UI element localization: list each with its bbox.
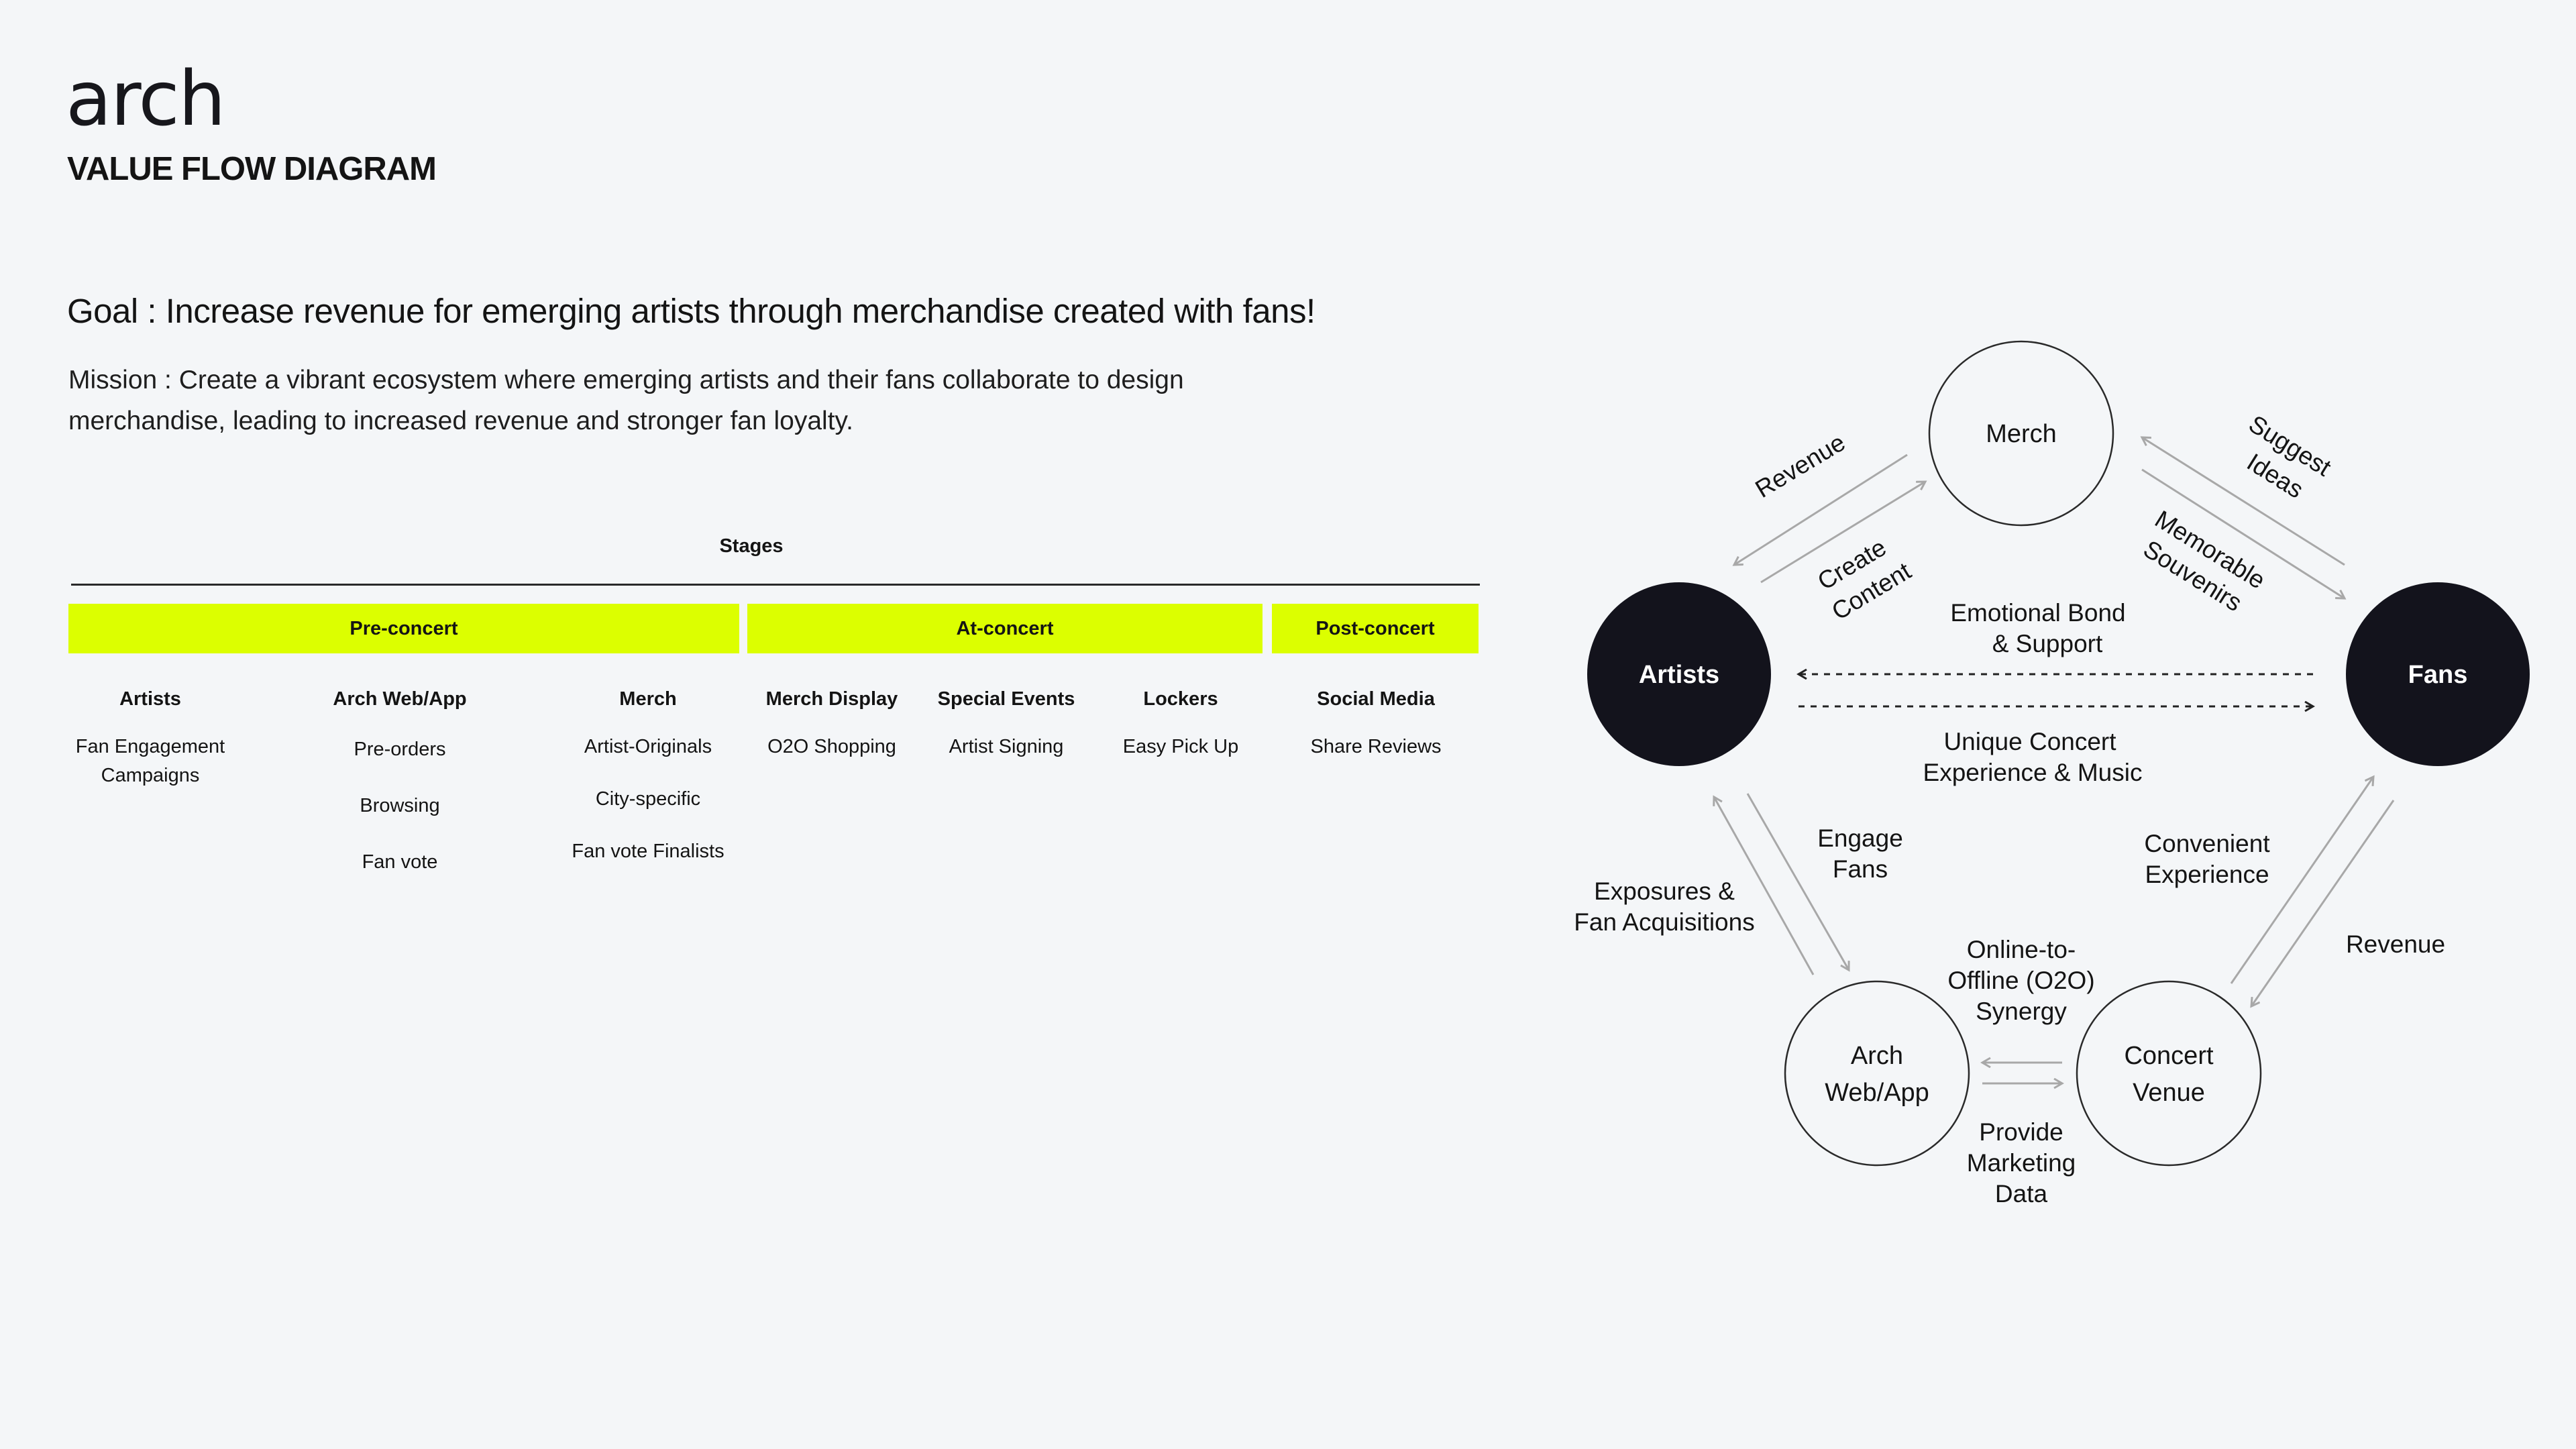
column-item: Pre-orders [354,739,446,760]
fans-node-label: Fans [2408,661,2468,689]
stage-pre-concert: Pre-concert [68,604,739,653]
stage-column-merch-display: Merch Display O2O Shopping [751,687,912,761]
label-o2o-synergy: Synergy [1976,998,2067,1025]
label-revenue-artists: Revenue [1751,429,1850,503]
column-head: Lockers [1143,688,1218,710]
stage-column-merch: Merch Artist-Originals City-specific Fan… [554,687,742,866]
stage-column-special-events: Special Events Artist Signing [926,687,1087,761]
stage-column-arch-web-app: Arch Web/App Pre-orders Browsing Fan vot… [306,687,494,877]
column-head: Merch [619,688,677,710]
venue-node-label: Concert [2124,1042,2213,1070]
arrow-fans-to-venue [2251,800,2395,1006]
label-o2o-synergy: Offline (O2O) [1947,967,2094,994]
label-provide-data: Provide [1979,1118,2063,1146]
label-exposures: Fan Acquisitions [1574,908,1754,936]
column-item: Artist Signing [949,736,1064,757]
concert-venue-node: Concert Venue [2076,980,2262,1167]
arrow-arch-to-artists [1714,797,1815,975]
label-engage-fans: Fans [1833,855,1888,883]
label-exposures: Exposures & [1594,877,1735,905]
stages-divider [71,584,1480,586]
label-engage-fans: Engage [1817,824,1903,852]
column-head: Social Media [1317,688,1435,710]
goal-statement: Goal : Increase revenue for emerging art… [67,292,1316,330]
mission-statement: Mission : Create a vibrant ecosystem whe… [68,366,1184,435]
arrow-artists-to-merch [1760,482,1925,584]
column-item: Easy Pick Up [1122,736,1239,757]
column-item: Fan vote Finalists [572,841,724,862]
merch-node-label: Merch [1986,420,2057,448]
arch-web-app-node: Arch Web/App [1784,980,1970,1167]
column-item: Share Reviews [1310,736,1442,757]
arch-node-label: Web/App [1825,1079,1929,1107]
arch-logo: arch [66,56,226,143]
fans-node: Fans [2346,582,2530,766]
merch-node: Merch [1928,340,2114,527]
label-convenient-experience: Convenient [2144,830,2270,857]
arrow-fans-to-merch [2142,437,2345,566]
column-head: Special Events [937,688,1075,710]
label-unique-concert: Unique Concert [1943,728,2116,755]
stage-column-social-media: Social Media Share Reviews [1288,687,1464,761]
column-item: O2O Shopping [767,736,896,757]
column-item: City-specific [595,788,701,810]
column-item: Browsing [360,795,440,816]
column-head: Arch Web/App [333,688,467,710]
label-emotional-bond: Emotional Bond [1950,599,2125,627]
stage-column-lockers: Lockers Easy Pick Up [1100,687,1261,761]
column-head: Artists [119,688,181,710]
column-head: Merch Display [765,688,898,710]
label-unique-concert: Experience & Music [1923,759,2143,786]
stage-at-concert: At-concert [747,604,1263,653]
column-item: Artist-Originals [584,736,712,757]
label-o2o-synergy: Online-to- [1967,936,2076,963]
page-title: VALUE FLOW DIAGRAM [67,151,437,187]
stage-post-concert: Post-concert [1272,604,1479,653]
arrow-venue-to-fans [2230,777,2373,984]
column-item: Fan Engagement Campaigns [75,736,225,786]
arrow-merch-to-artists [1734,453,1908,565]
artists-node: Artists [1587,582,1771,766]
venue-node-label: Venue [2133,1079,2205,1107]
label-convenient-experience: Experience [2145,861,2269,888]
stage-column-artists: Artists Fan Engagement Campaigns [66,687,235,790]
stages-title: Stages [719,535,784,557]
column-item: Fan vote [362,851,438,873]
label-emotional-bond: & Support [1992,630,2103,657]
label-provide-data: Data [1995,1180,2048,1208]
arrow-merch-to-fans [2141,468,2345,598]
arrow-artists-to-arch [1746,793,1849,970]
label-revenue-venue: Revenue [2346,930,2445,958]
label-provide-data: Marketing [1967,1149,2076,1177]
artists-node-label: Artists [1639,661,1719,689]
arch-node-label: Arch [1851,1042,1903,1070]
